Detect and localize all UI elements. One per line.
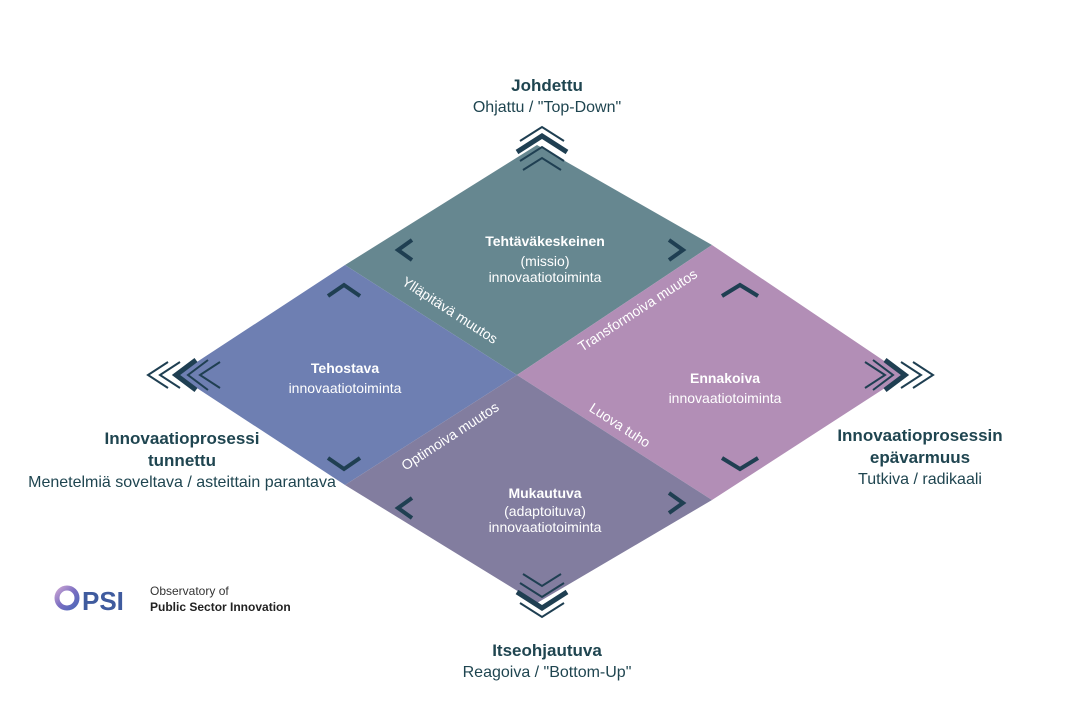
axis-right-title-line1: Innovaatioprosessin	[837, 426, 1003, 445]
quadrant-top-text: Tehtäväkeskeinen (missio) innovaatiotoim…	[420, 233, 670, 285]
axis-right-subtitle: Tutkiva / radikaali	[858, 471, 982, 488]
quadrant-left-title: Tehostava	[310, 360, 380, 376]
quadrant-bottom	[345, 375, 712, 603]
opsi-tagline: Observatory of Public Sector Innovation	[150, 583, 291, 615]
chevron-right-icon	[667, 491, 687, 515]
quadrant-bottom-title: Mukautuva	[508, 485, 582, 501]
axis-left-title-line2: tunnettu	[148, 451, 216, 470]
axis-top-subtitle: Ohjattu / "Top-Down"	[472, 99, 622, 116]
opsi-tagline-line2: Public Sector Innovation	[150, 600, 291, 614]
quadrant-bottom-text: Mukautuva (adaptoituva) innovaatiotoimin…	[420, 485, 670, 535]
axis-bottom-title: Itseohjautuva	[492, 641, 602, 660]
chevron-right-icon	[667, 238, 687, 262]
axis-top: Johdettu Ohjattu / "Top-Down"	[437, 75, 657, 119]
axis-left-subtitle: Menetelmiä soveltava / asteittain parant…	[28, 474, 336, 491]
quadrant-top-line3: innovaatiotoiminta	[488, 269, 602, 285]
opsi-logo: PSI	[54, 582, 134, 621]
chevron-left-icon	[394, 496, 414, 520]
axis-bottom: Itseohjautuva Reagoiva / "Bottom-Up"	[427, 640, 667, 684]
quadrant-left-line2: innovaatiotoiminta	[288, 380, 402, 396]
quadrant-right-line2: innovaatiotoiminta	[668, 390, 782, 406]
quadrant-bottom-line2: (adaptoituva)	[504, 503, 586, 519]
right-arrow-icon	[864, 358, 935, 392]
bottom-arrow-icon	[515, 573, 569, 619]
quadrant-left	[177, 265, 517, 485]
opsi-logo-mark: PSI	[54, 585, 124, 616]
quadrant-right	[517, 245, 905, 500]
chevron-down-icon	[720, 456, 760, 472]
quadrant-top-title: Tehtäväkeskeinen	[485, 233, 605, 249]
quadrant-top	[345, 145, 712, 375]
axis-bottom-subtitle: Reagoiva / "Bottom-Up"	[462, 664, 632, 681]
opsi-tagline-line1: Observatory of	[150, 584, 229, 598]
chevron-up-icon	[326, 282, 362, 298]
top-arrow-icon	[515, 125, 569, 171]
quadrant-top-line2: (missio)	[520, 253, 570, 269]
axis-right: Innovaatioprosessin epävarmuus Tutkiva /…	[815, 425, 1025, 491]
quadrant-left-text: Tehostava innovaatiotoiminta	[245, 360, 445, 396]
chevron-down-icon	[326, 456, 362, 472]
axis-right-title-line2: epävarmuus	[869, 448, 971, 467]
axis-left: Innovaatioprosessi tunnettu Menetelmiä s…	[14, 428, 350, 494]
left-arrow-icon	[146, 358, 221, 392]
chevron-up-icon	[720, 282, 760, 298]
quadrant-right-text: Ennakoiva innovaatiotoiminta	[625, 370, 825, 406]
quadrant-bottom-line3: innovaatiotoiminta	[488, 519, 602, 535]
chevron-left-icon	[394, 238, 414, 262]
quadrant-right-title: Ennakoiva	[689, 370, 761, 386]
axis-left-title-line1: Innovaatioprosessi	[104, 429, 260, 448]
opsi-logo-text: PSI	[82, 586, 124, 616]
axis-top-title: Johdettu	[511, 76, 583, 95]
